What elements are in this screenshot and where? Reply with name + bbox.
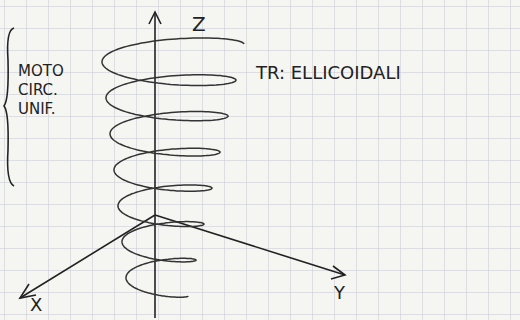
motion-note: MOTO CIRC. UNIF. [18, 62, 72, 118]
y-axis [155, 215, 345, 275]
z-arrow [149, 12, 161, 24]
axes [20, 12, 345, 318]
x-axis [20, 215, 155, 298]
axis-label: Z [192, 12, 206, 36]
z-axis [154, 12, 156, 318]
axis-label: Y [334, 282, 345, 303]
brace [4, 28, 14, 186]
helix-curve [102, 38, 244, 297]
trajectory-note: TR: ELLICOIDALI [256, 62, 401, 83]
axis-label: X [30, 294, 42, 315]
y-arrow [331, 266, 345, 279]
